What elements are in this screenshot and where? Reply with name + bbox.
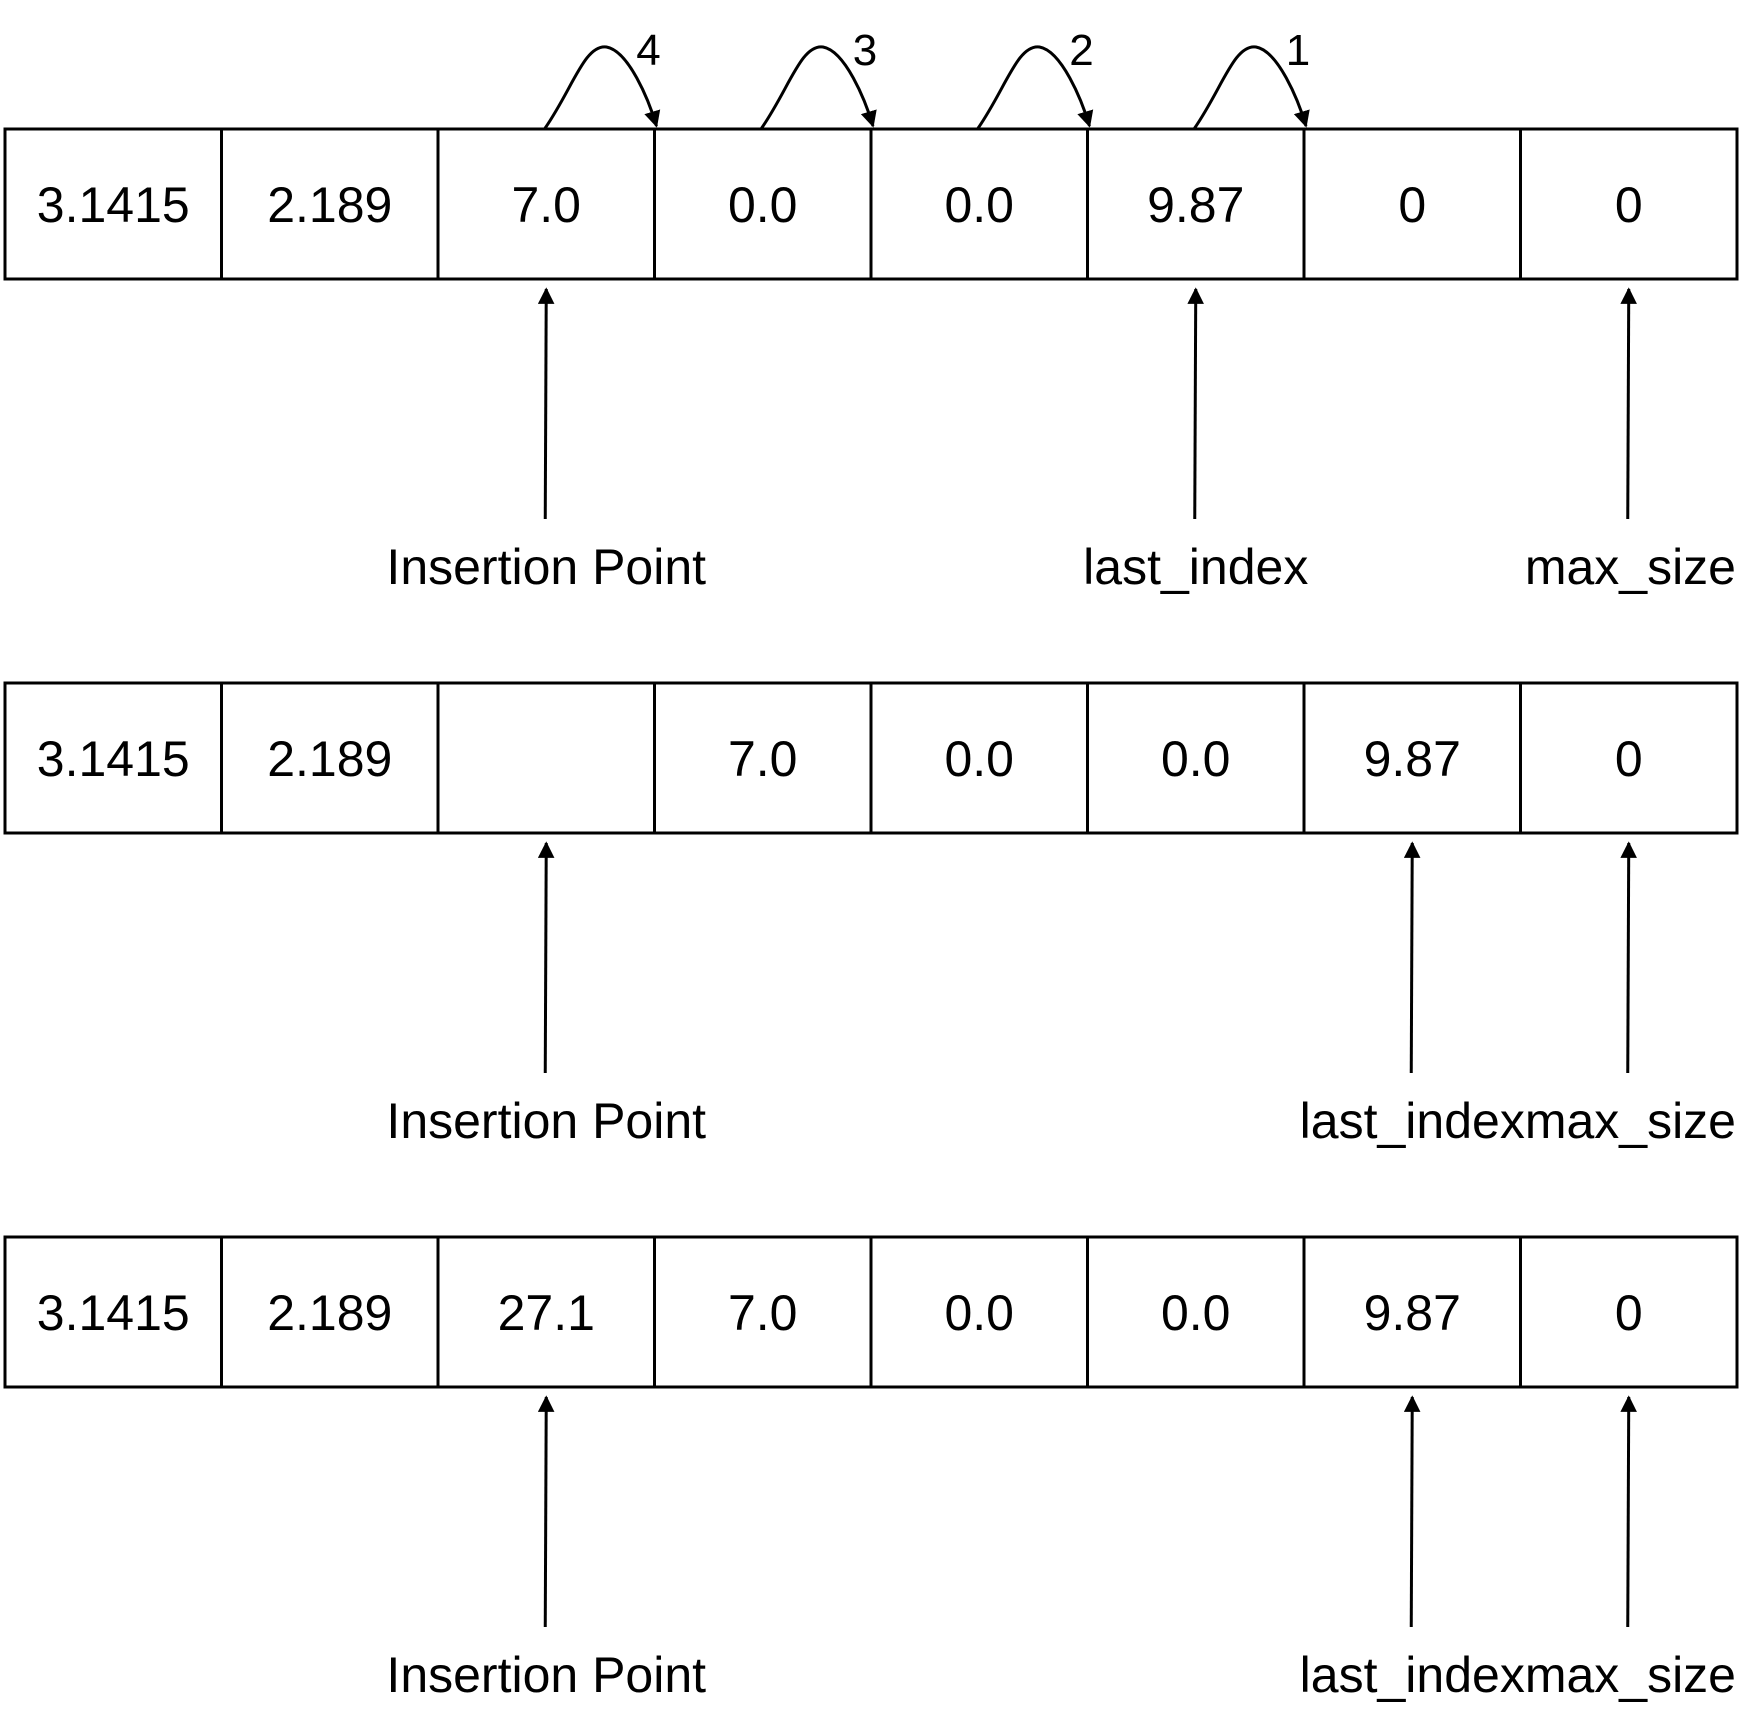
array-cell-value: 3.1415 bbox=[37, 731, 190, 787]
pointer-label-insertion-point: Insertion Point bbox=[386, 1647, 706, 1703]
array-cell-value: 3.1415 bbox=[37, 1285, 190, 1341]
pointer-label-last-index: last_index bbox=[1300, 1093, 1525, 1149]
array-cell-value: 0.0 bbox=[1161, 1285, 1231, 1341]
pointer-arrow bbox=[537, 1395, 555, 1628]
array-cell-value: 2.189 bbox=[267, 1285, 392, 1341]
array-cell-value: 7.0 bbox=[728, 731, 798, 787]
pointer-label-max-size: max_size bbox=[1525, 1647, 1736, 1703]
shift-arrow-4 bbox=[543, 45, 661, 130]
shift-step-label: 1 bbox=[1286, 26, 1310, 75]
array-cell-value: 9.87 bbox=[1147, 177, 1244, 233]
array-cell-value: 3.1415 bbox=[37, 177, 190, 233]
array-cell-value: 7.0 bbox=[728, 1285, 798, 1341]
array-cell-value: 0.0 bbox=[944, 177, 1014, 233]
array-cell-value: 0 bbox=[1615, 731, 1643, 787]
array-cell-value: 27.1 bbox=[498, 1285, 595, 1341]
shift-step-label: 3 bbox=[853, 26, 877, 75]
pointer-arrow bbox=[537, 287, 555, 520]
pointer-arrow bbox=[1620, 841, 1637, 1074]
array-cell-value: 9.87 bbox=[1364, 731, 1461, 787]
array-row-1: 3.1415 2.189 7.0 0.0 0.0 9.87 0 0 4 3 2 1Insertion … bbox=[3, 26, 1739, 595]
array-cell-value: 0 bbox=[1615, 1285, 1643, 1341]
array-cell-value: 0 bbox=[1615, 177, 1643, 233]
array-cell-value: 0 bbox=[1398, 177, 1426, 233]
pointer-arrow bbox=[1620, 1395, 1637, 1628]
pointer-label-max-size: max_size bbox=[1525, 1093, 1736, 1149]
array-cell-value: 7.0 bbox=[511, 177, 581, 233]
shift-arrow-2 bbox=[976, 45, 1094, 130]
array-cell-value: 0.0 bbox=[1161, 731, 1231, 787]
pointer-label-max-size: max_size bbox=[1525, 539, 1736, 595]
array-cell-value: 0.0 bbox=[944, 731, 1014, 787]
array-cell-value: 0.0 bbox=[944, 1285, 1014, 1341]
shift-arrow-3 bbox=[759, 45, 877, 130]
pointer-label-insertion-point: Insertion Point bbox=[386, 539, 706, 595]
pointer-label-last-index: last_index bbox=[1083, 539, 1308, 595]
pointer-arrow bbox=[1187, 287, 1204, 520]
shift-arrow-1 bbox=[1192, 45, 1310, 130]
pointer-label-last-index: last_index bbox=[1300, 1647, 1525, 1703]
pointer-label-insertion-point: Insertion Point bbox=[386, 1093, 706, 1149]
shift-step-label: 2 bbox=[1069, 26, 1093, 75]
array-cell-value: 9.87 bbox=[1364, 1285, 1461, 1341]
pointer-arrow bbox=[1403, 1395, 1421, 1628]
pointer-arrow bbox=[1620, 287, 1637, 520]
array-cell-value: 0.0 bbox=[728, 177, 798, 233]
pointer-arrow bbox=[537, 841, 555, 1074]
array-cell-value: 2.189 bbox=[267, 731, 392, 787]
shift-step-label: 4 bbox=[636, 26, 660, 75]
pointer-arrow bbox=[1403, 841, 1421, 1074]
array-cell-value: 2.189 bbox=[267, 177, 392, 233]
